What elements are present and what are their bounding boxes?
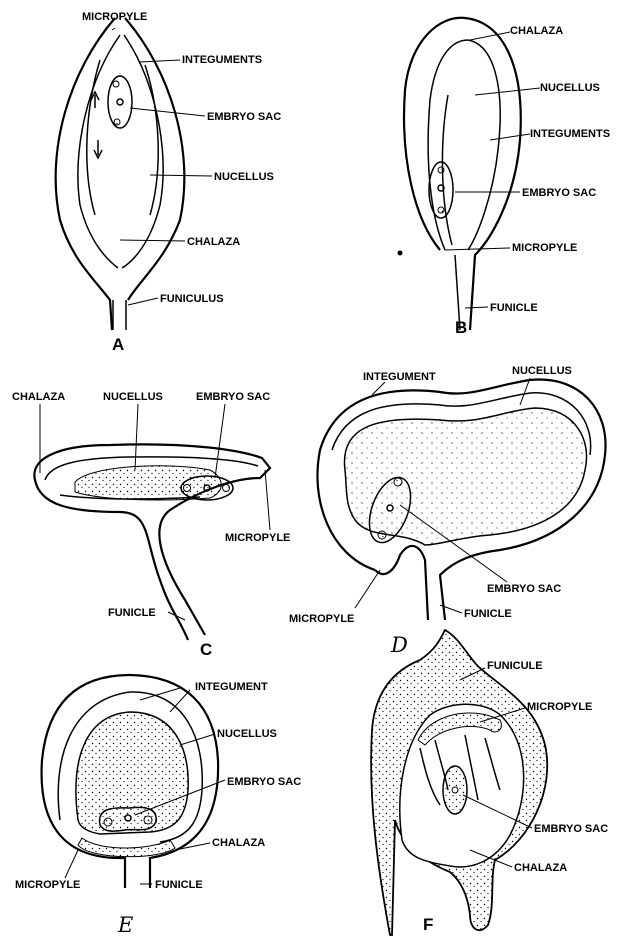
b-outer-shape (404, 18, 521, 330)
a-outer-integument (56, 18, 185, 330)
a-arrow-down (94, 140, 102, 158)
c-label-nucellus: NUCELLUS (103, 391, 163, 403)
c-nucellus (75, 466, 221, 500)
a-label-funiculus: FUNICULUS (160, 293, 224, 305)
e-label-integument: INTEGUMENT (195, 681, 268, 693)
e-label-chalaza: CHALAZA (212, 837, 265, 849)
b-label-nucellus: NUCELLUS (540, 82, 600, 94)
b-label-funicle: FUNICLE (490, 302, 538, 314)
a-label-integuments: INTEGUMENTS (182, 54, 262, 66)
c-label-micropyle: MICROPYLE (225, 532, 290, 544)
e-letter: E (117, 913, 133, 937)
c-letter: C (200, 640, 212, 659)
e-nucellus (76, 712, 188, 834)
a-nucellus-line-right (145, 65, 158, 215)
d-label-nucellus: NUCELLUS (512, 365, 572, 377)
d-label-funicle: FUNICLE (464, 608, 512, 620)
b-integument-inner (428, 40, 500, 250)
e-label-funicle: FUNICLE (155, 879, 203, 891)
f-label-embryo-sac: EMBRYO SAC (534, 823, 608, 835)
b-label-micropyle: MICROPYLE (512, 242, 577, 254)
d-nucellus (344, 408, 586, 545)
e-label-micropyle: MICROPYLE (15, 879, 80, 891)
a-nucellus-line (87, 60, 100, 215)
e-label-nucellus: NUCELLUS (217, 728, 277, 740)
d-label-embryo-sac: EMBRYO SAC (487, 583, 561, 595)
f-letter: F (423, 915, 433, 934)
diagram-f: FUNICULE MICROPYLE EMBRYO SAC CHALAZA F (371, 630, 608, 935)
diagram-c: CHALAZA NUCELLUS EMBRYO SAC MICROPYLE FU… (12, 391, 290, 659)
e-label-embryo-sac: EMBRYO SAC (227, 776, 301, 788)
f-label-chalaza: CHALAZA (514, 862, 567, 874)
f-label-funicule: FUNICULE (487, 660, 543, 672)
a-inner-integument (78, 35, 163, 268)
diagram-b: CHALAZA NUCELLUS INTEGUMENTS EMBRYO SAC … (398, 18, 611, 337)
d-label-integument: INTEGUMENT (363, 371, 436, 383)
diagram-d: INTEGUMENT NUCELLUS EMBRYO SAC MICROPYLE… (289, 365, 606, 657)
b-label-chalaza: CHALAZA (510, 25, 563, 37)
diagram-e: INTEGUMENT NUCELLUS EMBRYO SAC CHALAZA M… (15, 675, 301, 937)
b-letter: B (455, 318, 467, 337)
a-label-micropyle: MICROPYLE (82, 11, 147, 23)
d-label-micropyle: MICROPYLE (289, 613, 354, 625)
a-label-chalaza: CHALAZA (187, 236, 240, 248)
f-label-micropyle: MICROPYLE (527, 701, 592, 713)
d-letter: D (390, 633, 408, 657)
a-label-embryo-sac: EMBRYO SAC (207, 111, 281, 123)
b-label-embryo-sac: EMBRYO SAC (522, 187, 596, 199)
a-funiculus (113, 300, 126, 330)
a-label-nucellus: NUCELLUS (214, 171, 274, 183)
c-label-chalaza: CHALAZA (12, 391, 65, 403)
c-label-funicle: FUNICLE (108, 607, 156, 619)
c-label-embryo-sac: EMBRYO SAC (196, 391, 270, 403)
b-label-integuments: INTEGUMENTS (530, 128, 610, 140)
a-letter: A (112, 335, 124, 354)
diagram-a: MICROPYLE INTEGUMENTS EMBRYO SAC NUCELLU… (56, 11, 282, 354)
